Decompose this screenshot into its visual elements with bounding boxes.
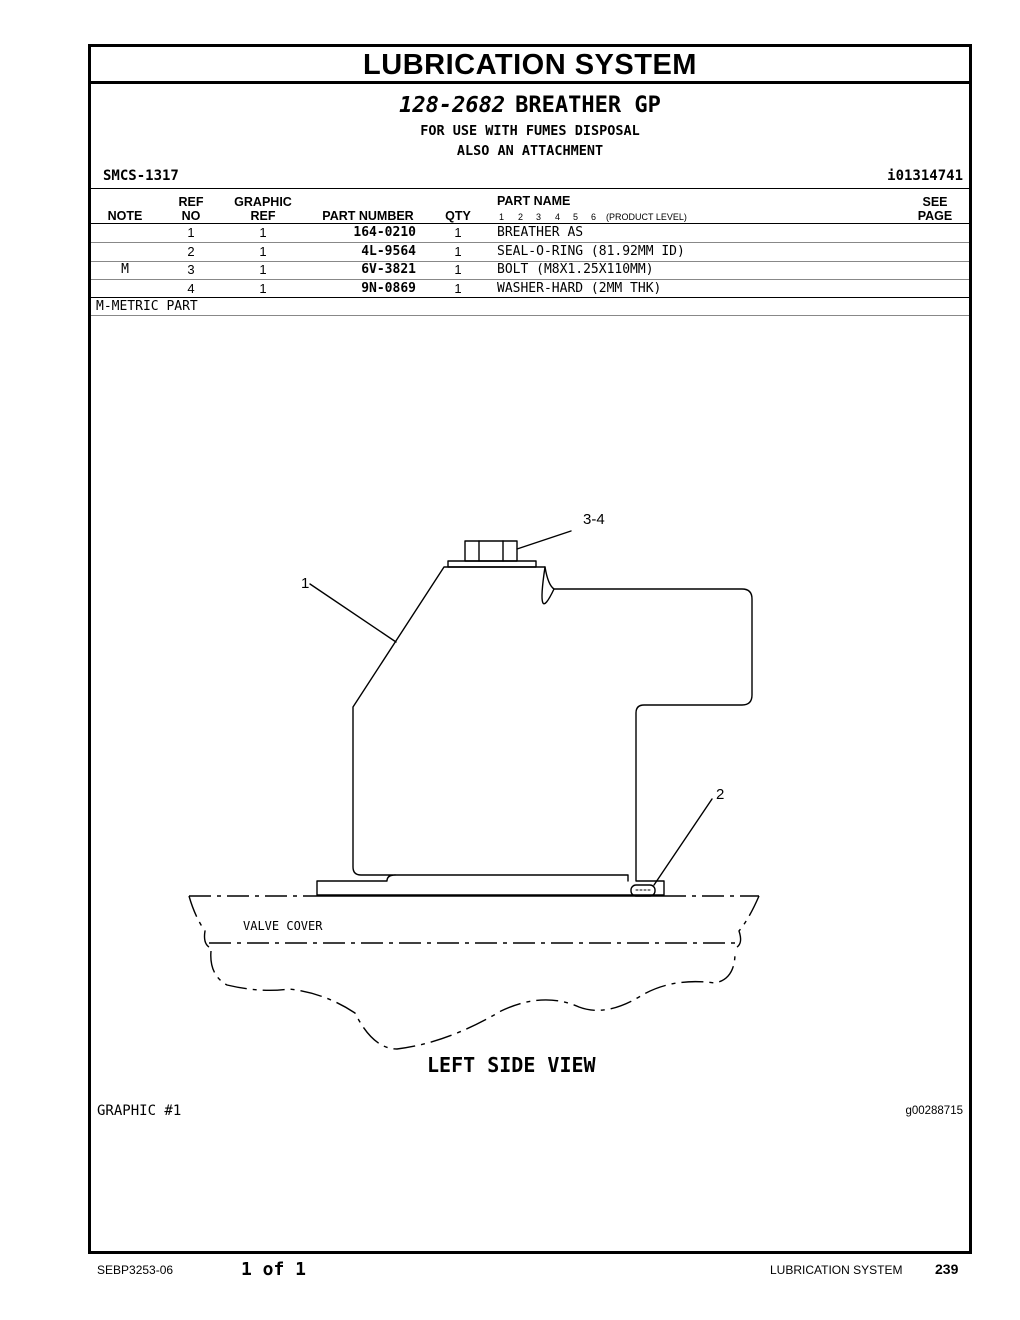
leader-2 [653, 798, 713, 886]
header-top-rule [91, 188, 969, 189]
level-2: 2 [518, 212, 524, 222]
row-part-number[interactable]: 164-0210 [353, 225, 416, 240]
header-graphic-bottom: REF [250, 209, 276, 223]
row-qty: 1 [454, 281, 462, 296]
row-ref: 2 [187, 244, 195, 259]
row-divider [91, 261, 969, 262]
footer-page-of: 1 of 1 [241, 1259, 307, 1280]
level-5: 5 [573, 212, 579, 222]
level-6: 6 [591, 212, 597, 222]
level-1: 1 [499, 212, 505, 222]
view-label: LEFT SIDE VIEW [427, 1053, 597, 1077]
footer-doc-number: SEBP3253-06 [97, 1263, 174, 1277]
info-reference: i01314741 [887, 168, 963, 184]
header-ref-bottom: NO [181, 209, 201, 223]
footer-page-number: 239 [935, 1261, 959, 1277]
row-graphic-ref: 1 [259, 262, 267, 277]
row-ref: 3 [187, 262, 195, 277]
graphic-label: GRAPHIC #1 [97, 1103, 182, 1119]
callout-3-4: 3-4 [583, 511, 605, 528]
row-graphic-ref: 1 [259, 244, 267, 259]
table-bottom-rule [91, 297, 969, 298]
bolt-head [464, 540, 518, 562]
table-row: 1 1 164-0210 1 BREATHER AS [91, 224, 969, 242]
group-title: 128-2682 BREATHER GP [91, 93, 969, 119]
product-level-label: (PRODUCT LEVEL) [606, 212, 687, 222]
callout-2: 2 [716, 786, 724, 803]
valve-cover-label: VALVE COVER [243, 919, 323, 933]
table-row: M 3 1 6V-3821 1 BOLT (M8X1.25X110MM) [91, 261, 969, 279]
row-qty: 1 [454, 225, 462, 240]
breather-drawing: 1 3-4 2 VALVE COVER LEFT SIDE VIEW [188, 511, 760, 1077]
row-note: M [121, 262, 129, 277]
row-part-number[interactable]: 4L-9564 [361, 244, 416, 259]
header-see-bottom: PAGE [917, 209, 953, 223]
header-note: NOTE [107, 209, 143, 223]
group-note-attachment: ALSO AN ATTACHMENT [456, 143, 604, 159]
header-qty: QTY [445, 209, 471, 223]
smcs-code: SMCS-1317 [103, 168, 179, 184]
row-graphic-ref: 1 [259, 281, 267, 296]
row-ref: 1 [187, 225, 195, 240]
callout-1: 1 [301, 575, 309, 592]
section-title: LUBRICATION SYSTEM [91, 47, 969, 84]
row-divider [91, 242, 969, 243]
page-frame: LUBRICATION SYSTEM 128-2682 BREATHER GP F… [88, 44, 972, 1254]
row-part-name: BOLT (M8X1.25X110MM) [497, 262, 654, 277]
row-graphic-ref: 1 [259, 225, 267, 240]
header-bottom-rule [91, 223, 969, 224]
row-qty: 1 [454, 244, 462, 259]
row-ref: 4 [187, 281, 195, 296]
row-qty: 1 [454, 262, 462, 277]
row-part-number[interactable]: 9N-0869 [361, 281, 416, 296]
table-row: 2 1 4L-9564 1 SEAL-O-RING (81.92MM ID) [91, 243, 969, 261]
washer [447, 560, 537, 568]
group-name: BREATHER GP [515, 93, 661, 118]
group-note-fumes: FOR USE WITH FUMES DISPOSAL [420, 123, 640, 139]
header-part-name: PART NAME [497, 194, 571, 208]
leader-34 [516, 530, 572, 550]
row-part-name: WASHER-HARD (2MM THK) [497, 281, 662, 296]
metric-footnote: M-METRIC PART [96, 299, 198, 314]
level-4: 4 [555, 212, 561, 222]
header-see-top: SEE [922, 195, 948, 209]
row-part-name: SEAL-O-RING (81.92MM ID) [497, 244, 685, 259]
footer-section: LUBRICATION SYSTEM [770, 1263, 903, 1277]
level-3: 3 [536, 212, 542, 222]
footnote-rule [91, 315, 969, 316]
row-part-number[interactable]: 6V-3821 [361, 262, 416, 277]
graphic-number: g00288715 [905, 1105, 963, 1117]
group-number: 128-2682 [399, 93, 506, 118]
leader-1 [309, 583, 397, 643]
table-row: 4 1 9N-0869 1 WASHER-HARD (2MM THK) [91, 280, 969, 298]
header-graphic-top: GRAPHIC [234, 195, 292, 209]
row-divider [91, 279, 969, 280]
header-part-number: PART NUMBER [322, 209, 414, 223]
header-ref-top: REF [178, 195, 204, 209]
row-part-name: BREATHER AS [497, 225, 584, 240]
breather-body [316, 566, 753, 896]
